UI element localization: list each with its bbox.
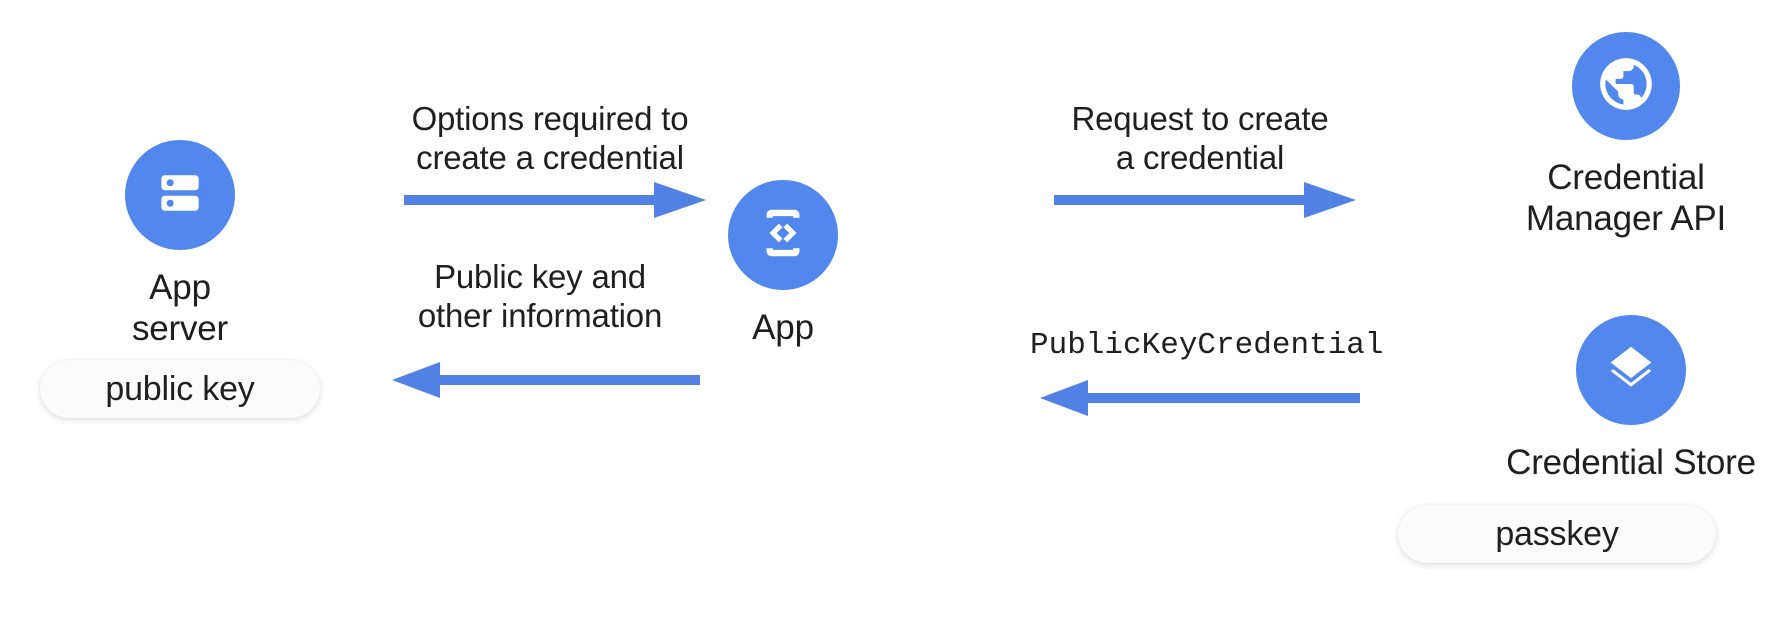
arrow-left-public-key-info <box>392 362 700 398</box>
globe-icon <box>1595 53 1657 120</box>
pill-passkey: passkey <box>1398 505 1716 563</box>
flow-request-to-create: Request to create a credential <box>1040 100 1360 218</box>
node-app-server: App server <box>105 140 255 349</box>
node-app: App <box>718 180 848 349</box>
flow-public-key-info: Public key and other information <box>380 258 700 398</box>
app-server-icon-circle <box>125 140 235 250</box>
phone-code-icon <box>754 204 812 267</box>
flow-options-required-caption: Options required to create a credential <box>411 100 689 176</box>
credential-manager-api-icon-circle <box>1572 32 1680 140</box>
node-credential-store: Credential Store <box>1506 315 1756 484</box>
pill-public-key-label: public key <box>105 369 255 408</box>
arrow-right-options-required <box>404 182 706 218</box>
credential-manager-api-label: Credential Manager API <box>1525 158 1727 238</box>
arrow-left-public-key-credential <box>1040 380 1360 416</box>
arrow-right-request-to-create <box>1054 182 1356 218</box>
flow-public-key-credential-caption: PublicKeyCredential <box>1030 328 1384 363</box>
credential-store-label: Credential Store <box>1506 443 1756 482</box>
app-server-label: App server <box>131 268 229 348</box>
credential-store-icon-circle <box>1576 315 1686 425</box>
flow-request-to-create-caption: Request to create a credential <box>1071 100 1329 176</box>
app-label: App <box>752 308 814 347</box>
flow-public-key-credential: PublicKeyCredential <box>1030 328 1384 438</box>
node-credential-manager-api: Credential Manager API <box>1496 32 1756 239</box>
pill-passkey-label: passkey <box>1495 514 1619 553</box>
server-icon <box>152 165 208 226</box>
pill-public-key: public key <box>40 360 320 418</box>
layers-icon <box>1602 339 1660 402</box>
flow-public-key-info-caption: Public key and other information <box>417 258 663 334</box>
app-icon-circle <box>728 180 838 290</box>
flow-options-required: Options required to create a credential <box>390 100 710 218</box>
